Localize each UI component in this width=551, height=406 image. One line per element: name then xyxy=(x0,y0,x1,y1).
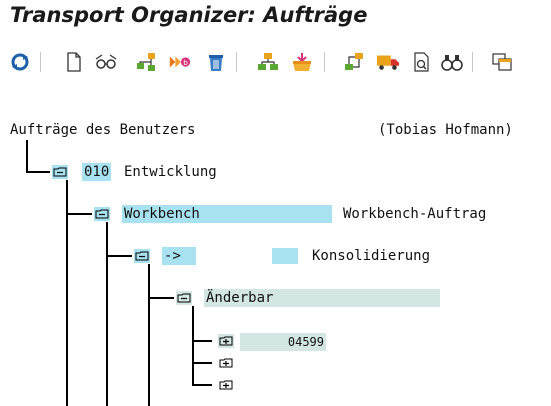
request-node[interactable] xyxy=(218,356,234,370)
request-node[interactable] xyxy=(218,378,234,392)
reassign-icon xyxy=(345,53,363,70)
refresh-button[interactable] xyxy=(8,50,32,74)
changeable-node[interactable] xyxy=(176,291,192,305)
folder-collapse-icon xyxy=(95,209,109,219)
folder-expand-icon xyxy=(219,358,233,368)
request-node[interactable] xyxy=(218,334,234,348)
folder-expand-icon xyxy=(219,380,233,390)
workbench-desc: Workbench-Auftrag xyxy=(343,206,487,222)
client-label: Entwicklung xyxy=(124,164,217,180)
tree-root-label: Aufträge des Benutzers xyxy=(10,122,196,138)
hierarchy-icon xyxy=(137,53,155,71)
transport-button[interactable] xyxy=(376,50,400,74)
copy-window-icon xyxy=(492,53,512,71)
request-tree: Aufträge des Benutzers (Tobias Hofmann) … xyxy=(0,82,551,406)
svg-text:b: b xyxy=(183,58,188,67)
folder-collapse-icon xyxy=(53,167,67,177)
import-button[interactable] xyxy=(290,50,314,74)
reassign-button[interactable] xyxy=(342,50,366,74)
hierarchy-button[interactable] xyxy=(134,50,158,74)
consolidation-node[interactable] xyxy=(134,249,150,263)
workbench-label[interactable]: Workbench xyxy=(122,205,332,223)
folder-collapse-icon xyxy=(135,251,149,261)
copy-button[interactable] xyxy=(490,50,514,74)
folder-collapse-icon xyxy=(177,293,191,303)
consolidation-desc: Konsolidierung xyxy=(312,248,431,264)
object-list-icon xyxy=(258,53,278,70)
truck-icon xyxy=(376,55,400,70)
delete-icon xyxy=(209,55,223,71)
application-toolbar: b xyxy=(0,42,551,82)
changeable-label[interactable]: Änderbar xyxy=(204,289,440,307)
object-list-button[interactable] xyxy=(256,50,280,74)
import-box-icon xyxy=(293,53,311,71)
client-code[interactable]: 010 xyxy=(82,163,112,181)
consolidation-marker xyxy=(272,248,298,264)
refresh-icon xyxy=(11,53,29,71)
find-button[interactable] xyxy=(440,50,464,74)
document-view-button[interactable] xyxy=(410,50,434,74)
window-title: Transport Organizer: Aufträge xyxy=(10,3,368,27)
tree-root-user: (Tobias Hofmann) xyxy=(378,122,513,138)
document-view-icon xyxy=(414,52,429,72)
delete-button[interactable] xyxy=(204,50,228,74)
title-bar: Transport Organizer: Aufträge xyxy=(0,0,551,40)
consolidation-target[interactable]: -> xyxy=(162,247,196,265)
folder-expand-icon xyxy=(219,336,233,346)
new-document-icon xyxy=(67,52,81,72)
binoculars-icon xyxy=(441,55,463,71)
workbench-node[interactable] xyxy=(94,207,110,221)
create-button[interactable] xyxy=(62,50,86,74)
release-button[interactable]: b xyxy=(168,50,192,74)
glasses-display-icon xyxy=(95,54,117,69)
request-number[interactable]: 04599 xyxy=(240,333,326,351)
client-node[interactable] xyxy=(52,165,68,179)
release-icon: b xyxy=(169,56,191,68)
display-change-button[interactable] xyxy=(94,50,118,74)
